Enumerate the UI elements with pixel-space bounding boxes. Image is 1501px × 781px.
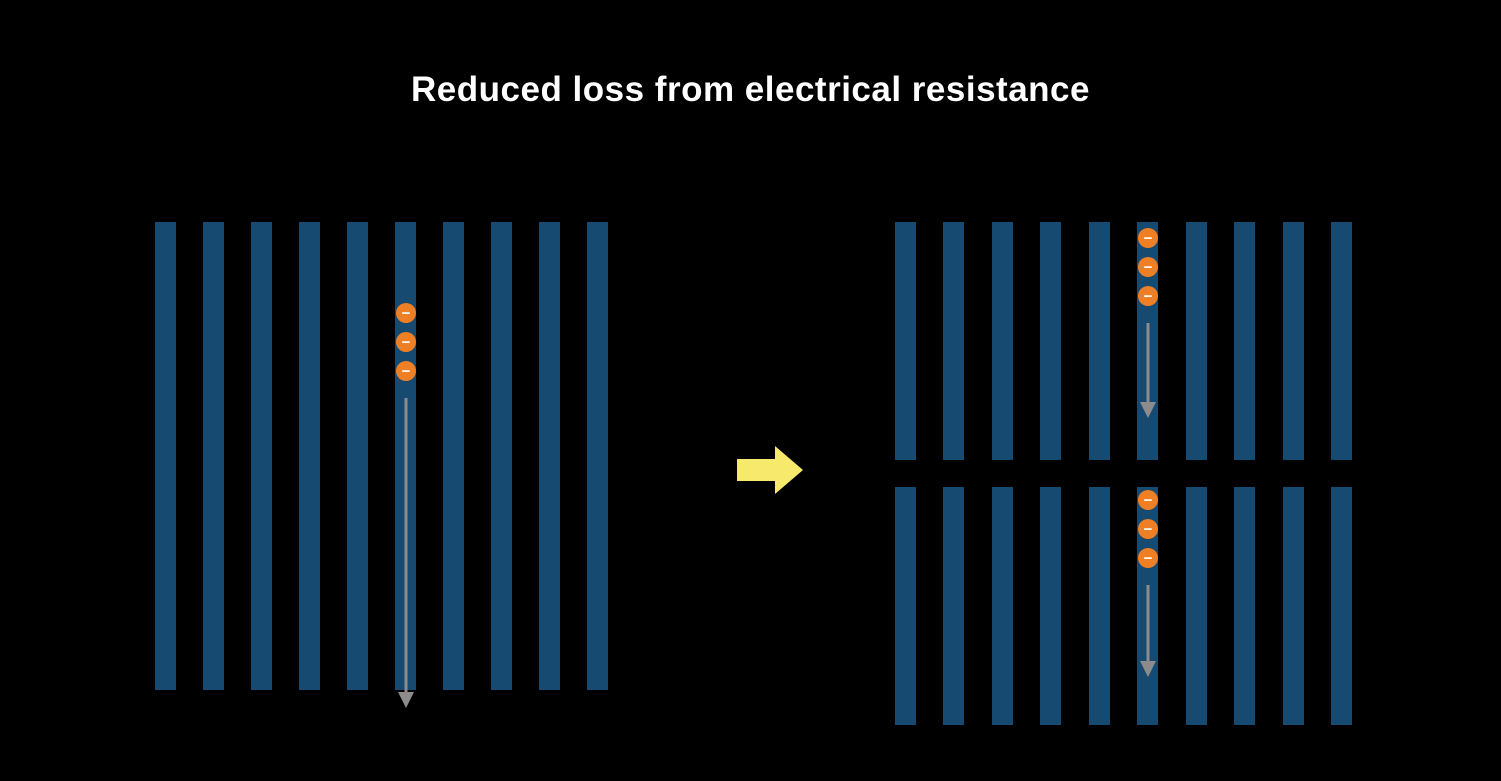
cell-finger-bar [587, 222, 608, 690]
current-down-arrow-icon [398, 398, 414, 708]
electron-flow-half-top: − − − [1137, 228, 1159, 418]
diagram-title: Reduced loss from electrical resistance [411, 70, 1090, 109]
right-arrow-icon [737, 446, 803, 494]
electron-flow-half-bottom: − − − [1137, 490, 1159, 677]
half-cell-bottom-panel: − − − [895, 487, 1352, 725]
cell-finger-bar [443, 222, 464, 690]
cell-finger-bar [895, 222, 916, 460]
cell-finger-bar [943, 487, 965, 725]
cell-finger-bar [1330, 222, 1352, 460]
current-down-arrow-icon [1140, 323, 1156, 418]
electron-icon: − [1138, 519, 1158, 539]
electron-icon: − [1138, 228, 1158, 248]
electron-group: − − − [1138, 228, 1158, 315]
cell-finger-bar [251, 222, 272, 690]
cell-finger-bar [539, 222, 560, 690]
cell-finger-bar [1234, 487, 1256, 725]
cell-finger-bar [1088, 487, 1110, 725]
cell-finger-bar [155, 222, 176, 690]
electron-icon: − [1138, 548, 1158, 568]
cell-finger-bar [991, 222, 1013, 460]
cell-finger-bar [1282, 222, 1304, 460]
cell-finger-bar [1234, 222, 1256, 460]
cell-finger-bar [1040, 487, 1062, 725]
electron-icon: − [1138, 490, 1158, 510]
electron-group: − − − [1138, 490, 1158, 577]
cell-finger-bar [895, 487, 916, 725]
cell-finger-bar [1282, 487, 1304, 725]
full-cell-panel: − − − [155, 222, 608, 708]
electron-flow-full-cell: − − − [395, 303, 417, 708]
electron-icon: − [396, 332, 416, 352]
cell-finger-bar [1185, 487, 1207, 725]
electron-icon: − [1138, 286, 1158, 306]
half-cell-bottom-bars [895, 487, 1352, 725]
cell-finger-bar [991, 487, 1013, 725]
cell-finger-bar [203, 222, 224, 690]
cell-finger-bar [1088, 222, 1110, 460]
cell-finger-bar [943, 222, 965, 460]
full-cell-bars [155, 222, 608, 690]
cell-finger-bar [1185, 222, 1207, 460]
electron-icon: − [396, 303, 416, 323]
electron-group: − − − [396, 303, 416, 390]
current-down-arrow-icon [1140, 585, 1156, 677]
cell-finger-bar [299, 222, 320, 690]
electron-icon: − [396, 361, 416, 381]
cell-finger-bar [1330, 487, 1352, 725]
cell-finger-bar [347, 222, 368, 690]
half-cell-top-panel: − − − [895, 222, 1352, 460]
cell-finger-bar [1040, 222, 1062, 460]
half-cell-top-bars [895, 222, 1352, 460]
electron-icon: − [1138, 257, 1158, 277]
cell-finger-bar [491, 222, 512, 690]
